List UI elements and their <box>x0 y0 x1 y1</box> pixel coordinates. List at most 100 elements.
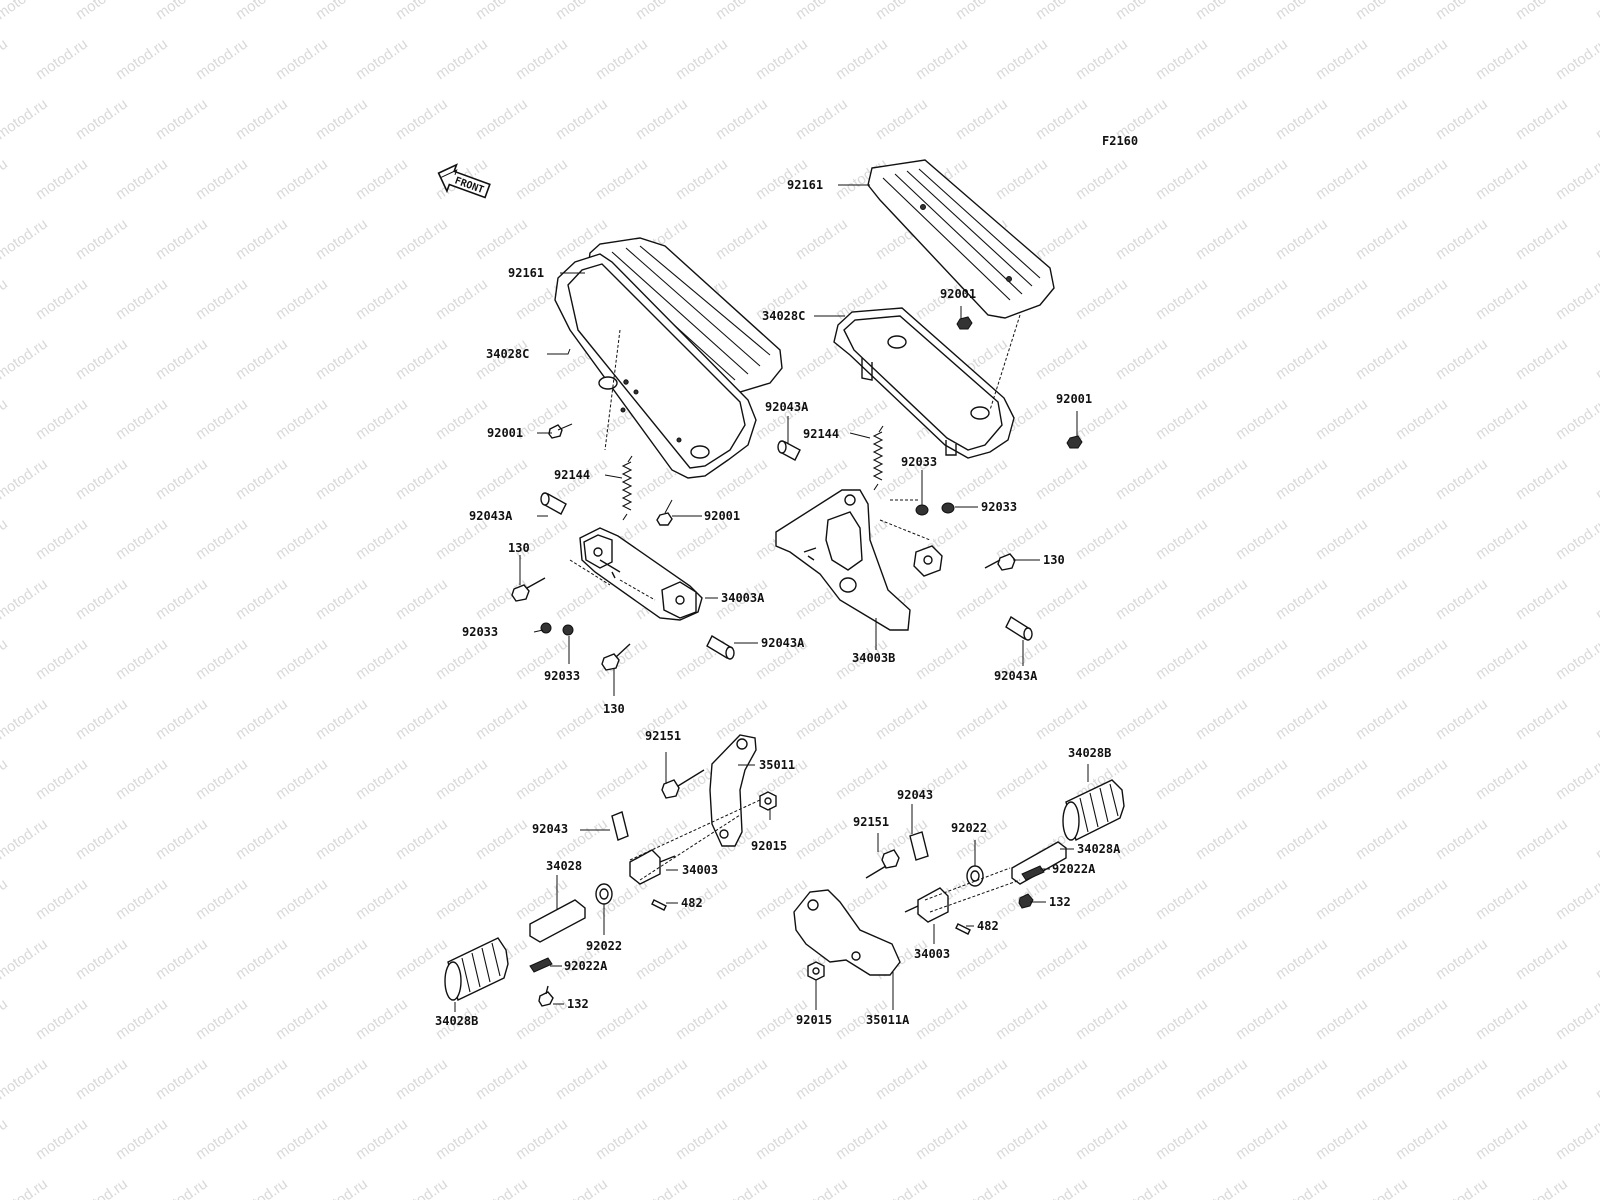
label-92043a-right-bottom: 92043A <box>994 669 1038 683</box>
nut-92015-right <box>807 961 825 981</box>
watermark-text: motod.ru <box>433 35 491 83</box>
watermark-text: motod.ru <box>1073 515 1131 563</box>
watermark-text: motod.ru <box>1433 335 1491 383</box>
watermark-text: motod.ru <box>433 1115 491 1163</box>
watermark-text: motod.ru <box>113 275 171 323</box>
label-92001-right: 92001 <box>1056 392 1092 406</box>
watermark-text: motod.ru <box>1513 455 1571 503</box>
watermark-text: motod.ru <box>113 995 171 1043</box>
watermark-text: motod.ru <box>1313 395 1371 443</box>
watermark-text: motod.ru <box>793 1055 851 1103</box>
watermark-text: motod.ru <box>33 635 91 683</box>
watermark-text: motod.ru <box>1193 695 1251 743</box>
label-34028b-left: 34028B <box>435 1014 478 1028</box>
watermark-text: motod.ru <box>473 95 531 143</box>
watermark-text: motod.ru <box>1513 215 1571 263</box>
watermark-text: motod.ru <box>73 1055 131 1103</box>
watermark-text: motod.ru <box>73 575 131 623</box>
label-35011a: 35011A <box>866 1013 910 1027</box>
watermark-text: motod.ru <box>633 1175 691 1200</box>
watermark-text: motod.ru <box>1473 1115 1531 1163</box>
watermark-text: motod.ru <box>153 455 211 503</box>
watermark-text: motod.ru <box>33 1115 91 1163</box>
watermark-text: motod.ru <box>1353 0 1411 23</box>
label-34028c-right: 34028C <box>762 309 805 323</box>
watermark-text: motod.ru <box>1273 335 1331 383</box>
watermark-text: motod.ru <box>1313 755 1371 803</box>
label-92033-left: 92033 <box>462 625 498 639</box>
watermark-text: motod.ru <box>1553 995 1600 1043</box>
watermark-text: motod.ru <box>1353 215 1411 263</box>
watermark-text: motod.ru <box>593 755 651 803</box>
watermark-text: motod.ru <box>233 215 291 263</box>
label-132-left: 132 <box>567 997 589 1011</box>
watermark-text: motod.ru <box>233 95 291 143</box>
watermark-text: motod.ru <box>953 1055 1011 1103</box>
watermark-text: motod.ru <box>833 755 891 803</box>
watermark-text: motod.ru <box>873 1175 931 1200</box>
watermark-text: motod.ru <box>1353 695 1411 743</box>
watermark-text: motod.ru <box>0 95 51 143</box>
figure-code: F2160 <box>1102 134 1138 148</box>
watermark-text: motod.ru <box>1513 1055 1571 1103</box>
bracket-34003b <box>775 489 943 631</box>
watermark-text: motod.ru <box>1073 1115 1131 1163</box>
watermark-text: motod.ru <box>273 35 331 83</box>
watermark-text: motod.ru <box>713 215 771 263</box>
watermark-text: motod.ru <box>793 695 851 743</box>
pin-92043-left <box>611 811 629 841</box>
watermark-text: motod.ru <box>73 215 131 263</box>
watermark-text: motod.ru <box>1113 215 1171 263</box>
watermark-text: motod.ru <box>1513 815 1571 863</box>
watermark-text: motod.ru <box>633 0 691 23</box>
watermark-text: motod.ru <box>473 695 531 743</box>
watermark-text: motod.ru <box>1153 875 1211 923</box>
watermark-text: motod.ru <box>393 95 451 143</box>
watermark-text: motod.ru <box>793 95 851 143</box>
watermark-text: motod.ru <box>33 155 91 203</box>
watermark-text: motod.ru <box>0 935 51 983</box>
watermark-text: motod.ru <box>1553 875 1600 923</box>
label-34028b-right: 34028B <box>1068 746 1111 760</box>
watermark-text: motod.ru <box>233 1175 291 1200</box>
nut-92015-left <box>759 791 777 811</box>
watermark-text: motod.ru <box>953 695 1011 743</box>
label-34003-right: 34003 <box>914 947 950 961</box>
watermark-text: motod.ru <box>1353 1175 1411 1200</box>
watermark-text: motod.ru <box>233 695 291 743</box>
watermark-text: motod.ru <box>1273 935 1331 983</box>
label-92043a-left-top: 92043A <box>469 509 513 523</box>
watermark-text: motod.ru <box>1273 455 1331 503</box>
label-132-right: 132 <box>1049 895 1071 909</box>
watermark-text: motod.ru <box>1033 1055 1091 1103</box>
watermark-text: motod.ru <box>673 155 731 203</box>
watermark-text: motod.ru <box>993 35 1051 83</box>
watermark-text: motod.ru <box>1593 575 1600 623</box>
watermark-text: motod.ru <box>353 395 411 443</box>
label-92001-top-right: 92001 <box>940 287 976 301</box>
watermark-text: motod.ru <box>153 695 211 743</box>
watermark-text: motod.ru <box>313 0 371 23</box>
watermark-text: motod.ru <box>513 515 571 563</box>
watermark-text: motod.ru <box>193 155 251 203</box>
watermark-text: motod.ru <box>713 95 771 143</box>
watermark-text: motod.ru <box>1393 395 1451 443</box>
watermark-text: motod.ru <box>1393 515 1451 563</box>
watermark-text: motod.ru <box>1433 0 1491 23</box>
watermark-text: motod.ru <box>393 0 451 23</box>
label-92043-left: 92043 <box>532 822 568 836</box>
watermark-text: motod.ru <box>1433 695 1491 743</box>
watermark-text: motod.ru <box>73 1175 131 1200</box>
bolt-92151-left <box>661 769 705 799</box>
watermark-text: motod.ru <box>273 395 331 443</box>
watermark-text: motod.ru <box>1553 755 1600 803</box>
watermark-text: motod.ru <box>153 95 211 143</box>
watermark-text: motod.ru <box>1593 815 1600 863</box>
watermark-text: motod.ru <box>193 995 251 1043</box>
pin-92043-right <box>909 831 929 861</box>
watermark-text: motod.ru <box>1473 35 1531 83</box>
watermark-text: motod.ru <box>273 275 331 323</box>
label-34003b: 34003B <box>852 651 895 665</box>
watermark-text: motod.ru <box>153 335 211 383</box>
watermark-text: motod.ru <box>1153 995 1211 1043</box>
